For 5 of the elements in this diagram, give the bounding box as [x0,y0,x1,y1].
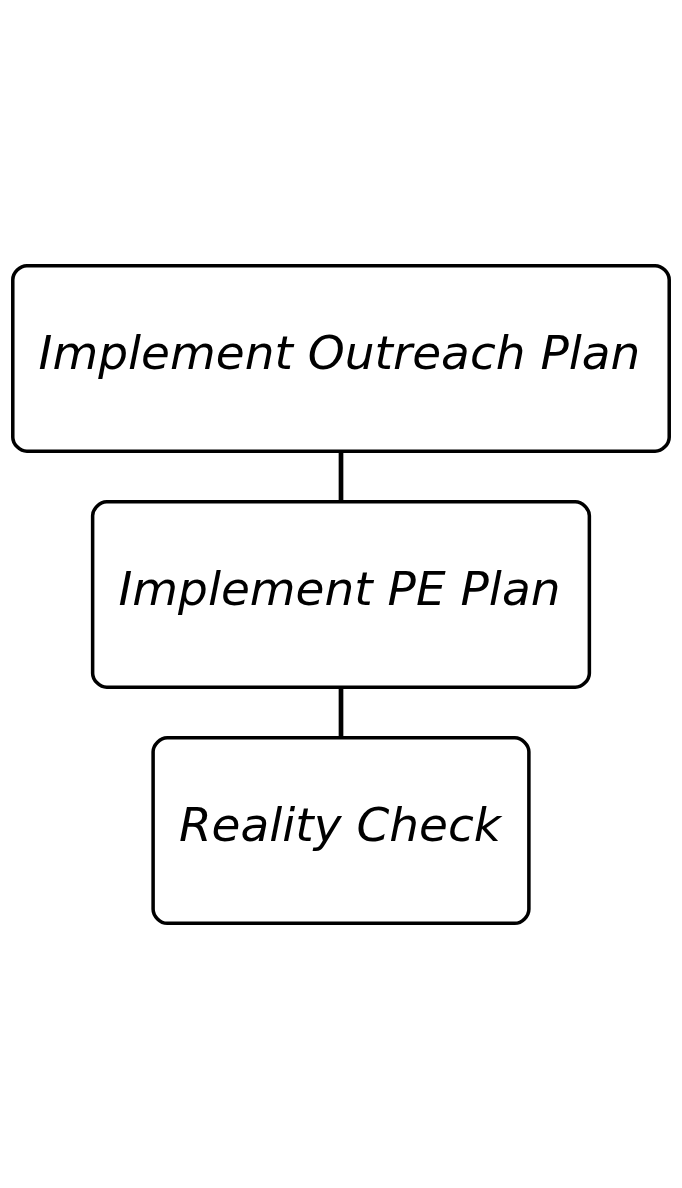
connector [338,686,344,738]
node-box: Implement Outreach Plan [11,263,671,453]
node-box: Implement PE Plan [90,499,592,689]
connector [338,450,344,501]
node-box: Reality Check [151,735,531,925]
